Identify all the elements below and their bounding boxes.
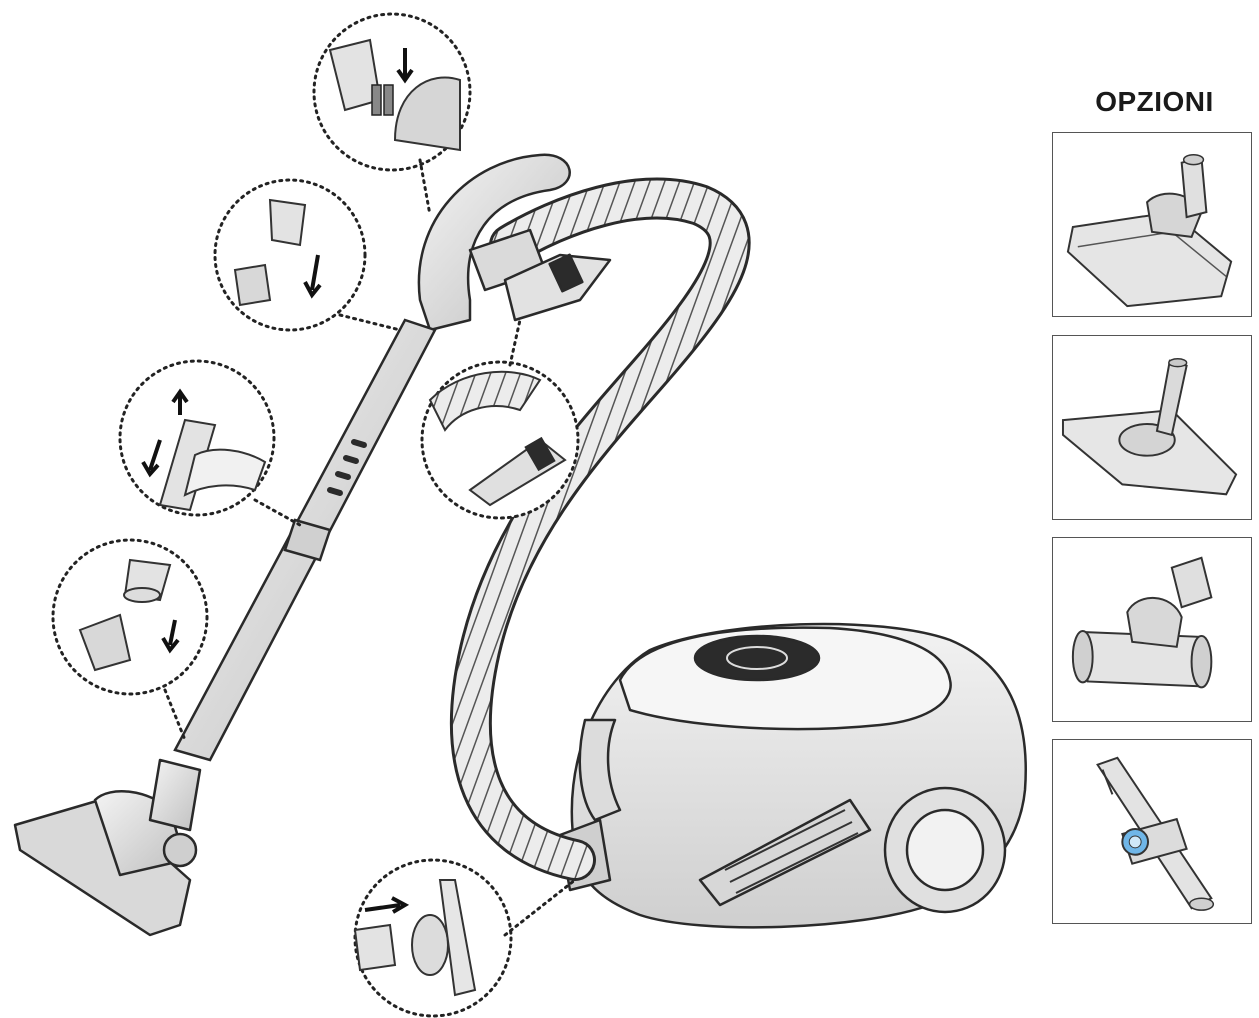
mini-turbo-brush-icon [1071, 556, 1213, 689]
control-dial [693, 634, 821, 682]
callout-telescopic [118, 359, 276, 517]
hose-handle [417, 153, 612, 332]
leader-lines [163, 158, 577, 937]
pipe-filter-attachment-icon [1096, 756, 1215, 911]
callout-hose-inlet [353, 858, 513, 1018]
flexible-hose [449, 177, 751, 881]
option-parquet-brush [1052, 335, 1252, 520]
option-pipe-filter [1052, 739, 1252, 924]
callout-battery [312, 12, 472, 172]
callout-nozzle-tube [51, 538, 209, 696]
option-mini-turbo-brush [1052, 537, 1252, 722]
floor-nozzle [13, 758, 202, 937]
callout-handle-tube [213, 178, 367, 332]
telescopic-tube [173, 318, 437, 762]
options-title: OPZIONI [1095, 86, 1214, 117]
option-turbo-brush [1052, 132, 1252, 317]
vacuum-canister [558, 622, 1027, 929]
parquet-brush-icon [1061, 358, 1238, 496]
turbo-floor-brush-icon [1066, 154, 1233, 308]
callout-clip [420, 360, 580, 520]
